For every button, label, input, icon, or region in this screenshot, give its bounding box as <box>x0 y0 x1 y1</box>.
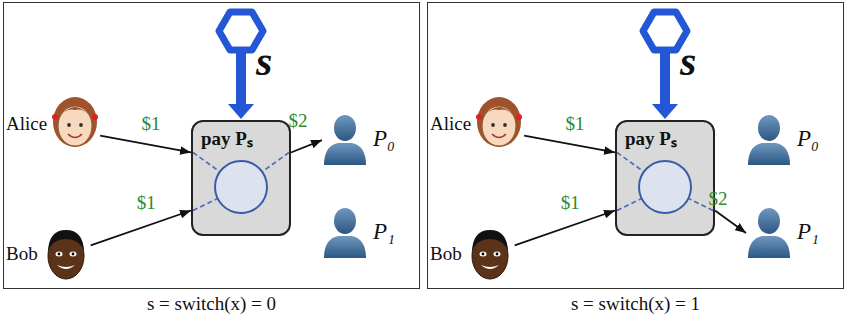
person-node: Bob <box>430 225 515 283</box>
amount-label: $1 <box>566 113 585 135</box>
silhouette-icon <box>322 113 368 165</box>
dashed-route <box>617 152 644 171</box>
dashed-route <box>193 198 218 210</box>
person-name: Alice <box>6 113 47 135</box>
scenario-panel: Alicepay PₛP₀BobP₁s = switch(x) = 1 <box>427 2 844 289</box>
control-arrowhead <box>652 104 678 119</box>
dashed-route <box>262 152 289 171</box>
payment-arrow <box>524 136 615 153</box>
silhouette-icon <box>322 206 368 258</box>
control-arrow <box>236 53 246 104</box>
payee-node: P₁ <box>322 206 395 258</box>
payment-arrow <box>291 140 322 152</box>
mixing-circle <box>639 161 691 213</box>
amount-label: $1 <box>142 113 161 135</box>
dashed-route <box>193 152 220 171</box>
caption-holder: s = switch(x) = 1 <box>428 293 843 315</box>
silhouette-icon <box>746 206 792 258</box>
panel-caption: s = switch(x) = 0 <box>147 293 276 315</box>
amount-label: $2 <box>709 188 728 210</box>
box-label: pay Pₛ <box>193 122 253 151</box>
box-label: pay Pₛ <box>617 122 677 151</box>
person-node: Alice <box>6 95 100 153</box>
payee-name: P₀ <box>797 126 819 152</box>
payment-box: pay Pₛ <box>191 120 291 236</box>
payee-name: P₀ <box>373 126 395 152</box>
amount-label: $1 <box>561 192 580 214</box>
control-arrow <box>660 53 670 104</box>
payee-node: P₀ <box>322 113 395 165</box>
person-name: Alice <box>430 113 471 135</box>
payment-arrow <box>100 136 191 153</box>
payee-node: P₁ <box>746 206 819 258</box>
payment-arrow <box>91 210 191 245</box>
control-arrowhead <box>228 104 254 119</box>
payment-arrow <box>715 210 746 233</box>
caption-holder: s = switch(x) = 0 <box>4 293 419 315</box>
payee-name: P₁ <box>797 219 819 245</box>
payee-node: P₀ <box>746 113 819 165</box>
mixing-circle <box>215 161 267 213</box>
payment-arrow <box>515 210 615 245</box>
person-node: Bob <box>6 225 91 283</box>
amount-label: $1 <box>137 192 156 214</box>
face-icon <box>41 225 91 283</box>
silhouette-icon <box>746 113 792 165</box>
dashed-route <box>617 198 642 210</box>
amount-label: $2 <box>289 110 308 132</box>
payment-box: pay Pₛ <box>615 120 715 236</box>
switch-label: s <box>680 40 696 82</box>
face-icon <box>50 95 100 153</box>
face-icon <box>465 225 515 283</box>
person-name: Bob <box>6 243 38 265</box>
person-node: Alice <box>430 95 524 153</box>
panel-caption: s = switch(x) = 1 <box>571 293 700 315</box>
payee-name: P₁ <box>373 219 395 245</box>
scenario-panel: Alicepay PₛP₀BobP₁s = switch(x) = 0 <box>3 2 420 289</box>
person-name: Bob <box>430 243 462 265</box>
switch-label: s <box>256 40 272 82</box>
face-icon <box>474 95 524 153</box>
